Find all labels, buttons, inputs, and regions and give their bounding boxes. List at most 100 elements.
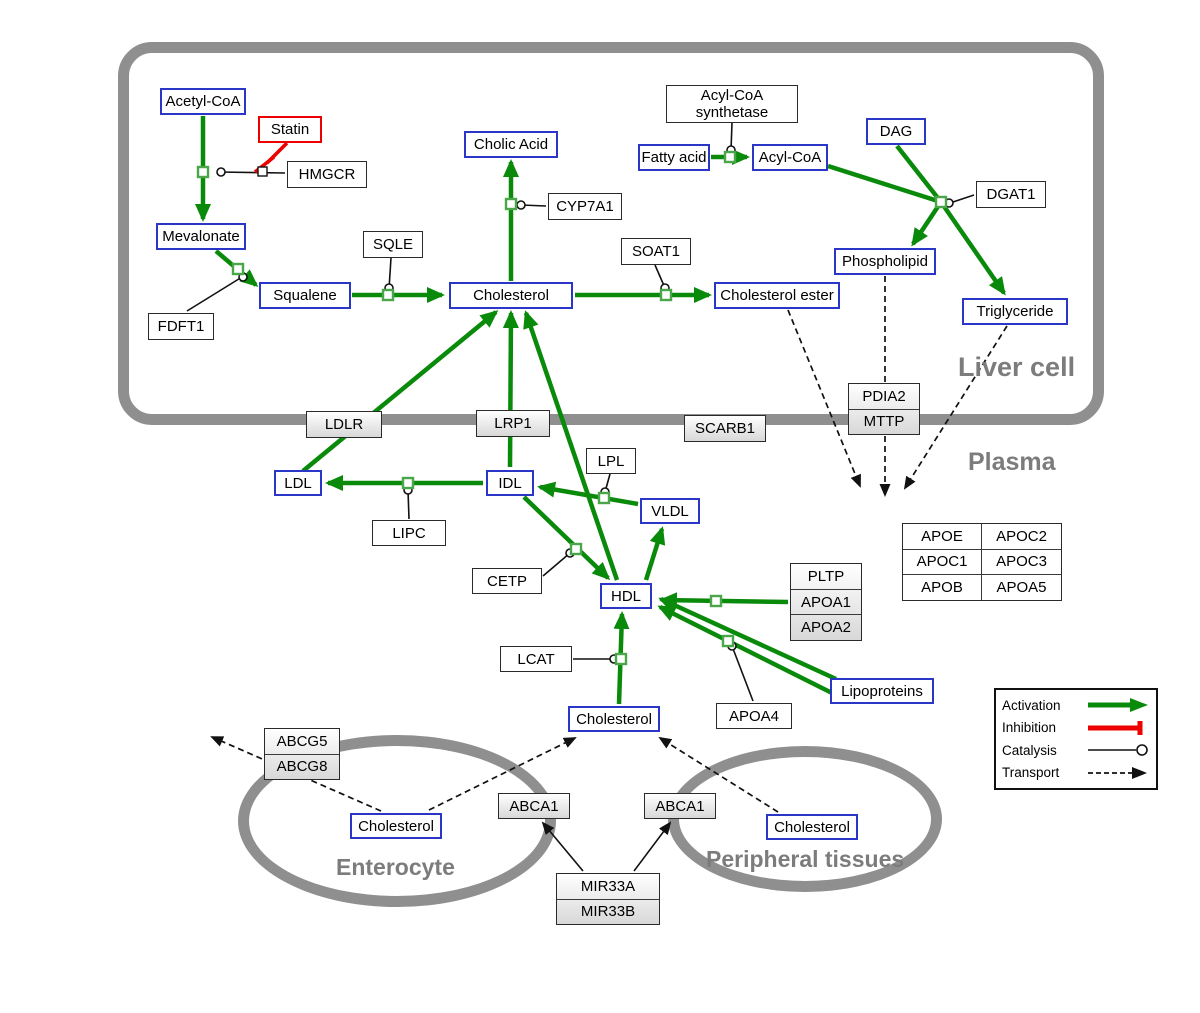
inhibition-tbar-glyph: [1088, 720, 1143, 735]
node-vldl[interactable]: VLDL: [640, 498, 700, 524]
node-pdia2[interactable]: PDIA2: [862, 387, 906, 405]
node-abca1-right[interactable]: ABCA1: [644, 793, 716, 819]
edge-mir33-abca1-right: [633, 821, 672, 872]
node-cholesterol-plasma[interactable]: Cholesterol: [568, 706, 660, 732]
enterocyte-membrane: [238, 735, 556, 907]
edge-lipoproteins-hdl-lower: [657, 604, 848, 703]
node-idl[interactable]: IDL: [486, 470, 534, 496]
node-apoc1[interactable]: APOC1: [903, 549, 982, 576]
regulation-edges: [541, 821, 672, 872]
edge-dgat1node-triglyceride: [939, 200, 1006, 296]
legend-inhibition-label: Inhibition: [1002, 720, 1057, 736]
node-ldl[interactable]: LDL: [274, 470, 322, 496]
edge-fdft1-catalysis: [186, 276, 243, 312]
node-apoc2[interactable]: APOC2: [982, 524, 1061, 550]
node-cholic-acid[interactable]: Cholic Acid: [464, 131, 558, 158]
node-apoe[interactable]: APOE: [903, 524, 982, 550]
node-acyl-coa[interactable]: Acyl-CoA: [752, 144, 828, 171]
node-squalene[interactable]: Squalene: [259, 282, 351, 309]
node-apoa2[interactable]: APOA2: [791, 614, 861, 640]
edge-pltp-hdl: [659, 592, 789, 609]
edge-ldl-cholesterol-via-ldlr: [301, 310, 499, 473]
edge-idl-cholesterol-via-lrp1: [502, 310, 519, 468]
edge-acylcoa-dgat1node: [827, 163, 942, 205]
peripheral-tissues-membrane: [668, 746, 942, 892]
reaction-nodes: [196, 150, 948, 666]
legend-activation-row: Activation: [1002, 695, 1150, 715]
node-cyp7a1[interactable]: CYP7A1: [548, 193, 622, 220]
edge-dgat1-catalysis: [949, 194, 975, 204]
node-dag[interactable]: DAG: [866, 118, 926, 145]
node-abcg-stack[interactable]: ABCG5 ABCG8: [264, 728, 340, 780]
edge-apoa4-catalysis: [731, 645, 754, 702]
edge-hmgcr-catalysis: [217, 171, 286, 174]
edge-peripheral-cholesterol-plasma: [658, 736, 779, 813]
edge-lipoproteins-hdl-upper: [658, 596, 837, 682]
edge-vldl-idl: [537, 481, 639, 507]
edge-mir33-abca1-left: [541, 821, 584, 872]
node-lipc[interactable]: LIPC: [372, 520, 446, 546]
node-sqle[interactable]: SQLE: [363, 231, 423, 258]
node-lpl[interactable]: LPL: [586, 448, 636, 474]
node-apoa1[interactable]: APOA1: [791, 588, 861, 615]
node-lrp1[interactable]: LRP1: [476, 410, 550, 437]
node-pltp-apoa-stack[interactable]: PLTP APOA1 APOA2: [790, 563, 862, 641]
node-apoa5[interactable]: APOA5: [996, 579, 1047, 597]
node-hdl[interactable]: HDL: [600, 583, 652, 609]
legend-box: Activation Inhibition Catalysis Transpor…: [994, 688, 1158, 790]
edge-dgat1node-phospholipid: [911, 200, 943, 247]
node-apoc3[interactable]: APOC3: [982, 550, 1061, 576]
node-mir33-stack[interactable]: MIR33A MIR33B: [556, 873, 660, 925]
node-abcg5[interactable]: ABCG5: [276, 732, 328, 750]
node-mttp[interactable]: MTTP: [849, 408, 919, 435]
node-lipoproteins[interactable]: Lipoproteins: [830, 678, 934, 704]
node-phospholipid[interactable]: Phospholipid: [834, 248, 936, 275]
node-apoa4[interactable]: APOA4: [716, 703, 792, 729]
node-cholesterol-liver[interactable]: Cholesterol: [449, 282, 573, 309]
node-pdia2-mttp-stack[interactable]: PDIA2 MTTP: [848, 383, 920, 435]
edge-cholesterolester-plasma: [787, 309, 861, 488]
node-scarb1[interactable]: SCARB1: [684, 415, 766, 442]
node-mir33b[interactable]: MIR33B: [557, 898, 659, 925]
edge-triglyceride-plasma: [903, 325, 1008, 490]
node-acyl-coa-synthetase[interactable]: Acyl-CoA synthetase: [666, 85, 798, 123]
legend-activation-label: Activation: [1002, 697, 1061, 713]
node-pltp[interactable]: PLTP: [807, 567, 845, 585]
node-ldlr[interactable]: LDLR: [306, 411, 382, 438]
catalysis-circle-glyph: [1088, 744, 1148, 757]
node-mir33a[interactable]: MIR33A: [580, 877, 636, 895]
liver-cell-label: Liver cell: [958, 352, 1076, 382]
edge-dag-dgat1node: [895, 144, 943, 204]
node-cholesterol-ester[interactable]: Cholesterol ester: [714, 282, 840, 309]
node-dgat1[interactable]: DGAT1: [976, 181, 1046, 208]
legend-transport-label: Transport: [1002, 765, 1060, 781]
node-cetp[interactable]: CETP: [472, 568, 542, 594]
edge-hdl-vldl: [643, 526, 666, 581]
enterocyte-label: Enterocyte: [336, 854, 455, 880]
node-acetyl-coa[interactable]: Acetyl-CoA: [160, 88, 246, 115]
node-abca1-left[interactable]: ABCA1: [498, 793, 570, 819]
node-mevalonate[interactable]: Mevalonate: [156, 223, 246, 250]
acyl-coa-synthetase-line2: synthetase: [695, 104, 769, 121]
node-abcg8[interactable]: ABCG8: [265, 753, 339, 780]
legend-inhibition-row: Inhibition: [1002, 718, 1150, 738]
edge-idl-hdl: [522, 495, 611, 581]
node-statin[interactable]: Statin: [258, 116, 322, 143]
transport-dashed-arrow-glyph: [1088, 766, 1147, 779]
node-apob[interactable]: APOB: [903, 575, 982, 600]
node-lcat[interactable]: LCAT: [500, 646, 572, 672]
node-cholesterol-peripheral[interactable]: Cholesterol: [766, 814, 858, 840]
edge-lipc-catalysis: [407, 489, 410, 520]
acyl-coa-synthetase-line1: Acyl-CoA: [700, 87, 764, 104]
node-triglyceride[interactable]: Triglyceride: [962, 298, 1068, 325]
node-hmgcr[interactable]: HMGCR: [287, 161, 367, 188]
node-fatty-acid[interactable]: Fatty acid: [638, 144, 710, 171]
edge-enterocyte-cholesterol-plasma: [428, 737, 577, 811]
legend-catalysis-label: Catalysis: [1002, 742, 1057, 758]
node-fdft1[interactable]: FDFT1: [148, 313, 214, 340]
node-soat1[interactable]: SOAT1: [621, 238, 691, 265]
hmgcr-inhibition-junction: [257, 166, 268, 177]
node-cholesterol-enterocyte[interactable]: Cholesterol: [350, 813, 442, 839]
